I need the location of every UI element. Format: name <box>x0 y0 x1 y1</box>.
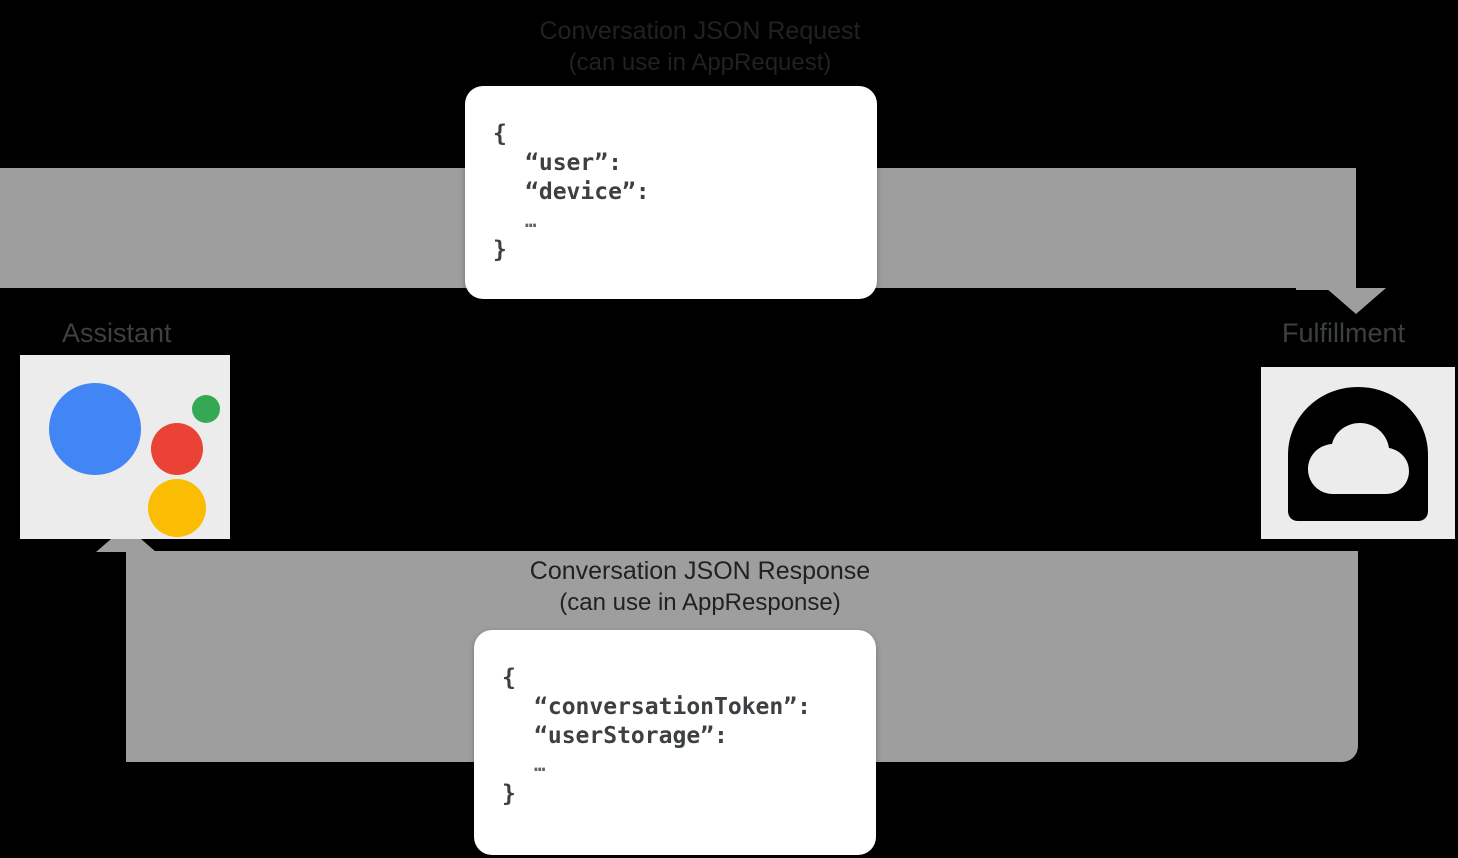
fulfillment-node[interactable] <box>1261 367 1455 539</box>
response-json-card: { “conversationToken”: “userStorage”: … … <box>474 630 876 855</box>
assistant-red-dot-icon <box>151 423 203 475</box>
json-close-brace: } <box>493 237 507 263</box>
json-key-conversation-token: “conversationToken”: <box>534 694 811 720</box>
fulfillment-label: Fulfillment <box>1282 318 1406 348</box>
json-ellipsis: … <box>534 754 546 776</box>
google-assistant-icon <box>35 367 220 537</box>
response-caption-title: Conversation JSON Response <box>529 557 871 585</box>
assistant-label: Assistant <box>62 318 172 348</box>
request-caption-subtitle: (can use in AppRequest) <box>568 49 832 76</box>
json-key-device: “device”: <box>525 179 650 205</box>
cloud-functions-icon <box>1288 387 1428 521</box>
json-open-brace: { <box>493 121 507 147</box>
assistant-green-dot-icon <box>192 395 220 423</box>
request-caption-title: Conversation JSON Request <box>539 17 861 45</box>
response-caption-subtitle: (can use in AppResponse) <box>559 589 841 616</box>
assistant-node[interactable] <box>20 355 230 539</box>
json-key-user-storage: “userStorage”: <box>534 723 728 749</box>
json-ellipsis: … <box>525 210 537 232</box>
request-arrowhead-icon <box>1326 288 1386 314</box>
json-open-brace: { <box>502 665 516 691</box>
request-caption: Conversation JSON Request (can use in Ap… <box>420 16 980 78</box>
assistant-yellow-dot-icon <box>148 479 206 537</box>
assistant-blue-dot-icon <box>49 383 141 475</box>
json-key-user: “user”: <box>525 150 622 176</box>
response-caption: Conversation JSON Response (can use in A… <box>420 556 980 618</box>
request-arrow-stub <box>1296 168 1356 290</box>
json-close-brace: } <box>502 781 516 807</box>
request-json-card: { “user”: “device”: … } <box>465 86 877 299</box>
